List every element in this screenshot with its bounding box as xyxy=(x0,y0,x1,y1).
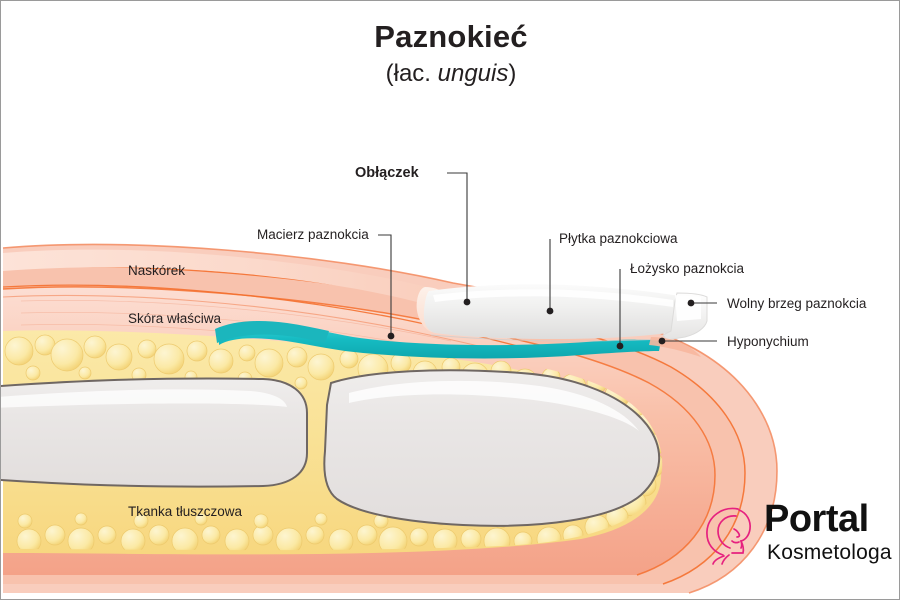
nail-bed-teal xyxy=(219,323,661,359)
label-fat-tissue: Tkanka tłuszczowa xyxy=(128,504,243,519)
bone-proximal-phalanx xyxy=(1,377,308,488)
plate-bed-separation xyxy=(430,334,662,342)
dot-nail-plate xyxy=(546,307,554,315)
free-edge-highlight xyxy=(675,295,701,321)
label-matrix: Macierz paznokcia xyxy=(257,227,369,242)
epidermis-band xyxy=(3,249,463,313)
label-nail-plate: Płytka paznokciowa xyxy=(559,231,678,246)
logo-wordmark: Portal xyxy=(764,498,869,540)
dot-hyponychium xyxy=(658,337,666,345)
bone-distal-phalanx xyxy=(323,369,660,527)
label-nail-bed: Łożysko paznokcia xyxy=(630,261,745,276)
dot-matrix xyxy=(387,332,395,340)
label-hyponychium: Hyponychium xyxy=(727,334,809,349)
label-epidermis: Naskórek xyxy=(128,263,186,278)
woman-profile-icon xyxy=(706,507,751,565)
dot-lunula xyxy=(463,298,471,306)
dot-nail-bed xyxy=(616,342,624,350)
leader-matrix xyxy=(378,234,392,335)
bone-proximal-highlight xyxy=(1,389,287,408)
portal-kosmetologa-logo[interactable]: Portal Kosmetologa xyxy=(698,498,892,570)
logo-subtitle: Kosmetologa xyxy=(767,541,892,564)
label-dermis: Skóra właściwa xyxy=(128,311,222,326)
leader-lines xyxy=(378,172,717,345)
dot-free-edge xyxy=(687,299,695,307)
leader-dots xyxy=(387,298,695,350)
bone-distal-highlight xyxy=(349,380,639,431)
nail-matrix-teal xyxy=(215,321,329,343)
leader-lunula xyxy=(447,172,468,301)
label-free-edge: Wolny brzeg paznokcia xyxy=(727,296,867,311)
label-lunula: Obłączek xyxy=(355,165,419,181)
nail-plate-highlight xyxy=(433,289,673,307)
